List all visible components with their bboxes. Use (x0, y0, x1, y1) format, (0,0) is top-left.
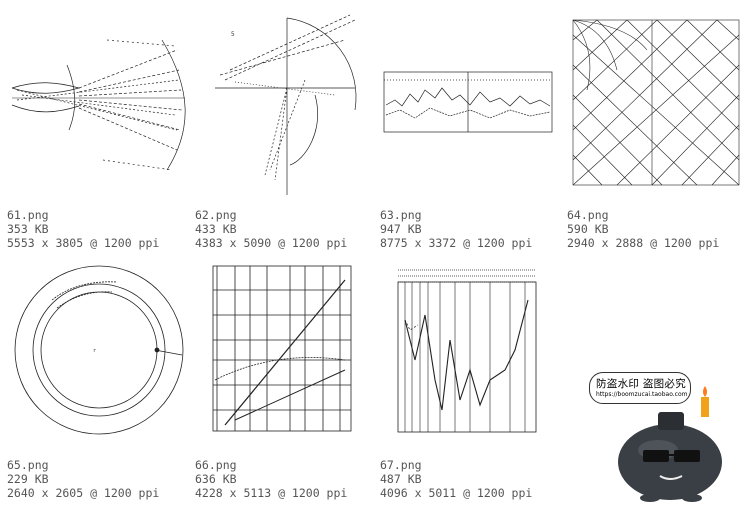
file-name: 66.png (195, 458, 237, 472)
spectrum-chart-image (383, 71, 553, 133)
grid-network-image (572, 19, 740, 186)
file-dimensions: 2640 x 2605 @ 1200 ppi (7, 486, 160, 501)
file-size: 229 KB (7, 472, 49, 487)
thumbnail-64[interactable] (567, 10, 747, 205)
thumbnail-61[interactable] (7, 10, 187, 205)
bomb-mascot-icon (618, 386, 722, 502)
file-size: 487 KB (380, 472, 422, 487)
file-dimensions: 4096 x 5011 @ 1200 ppi (380, 486, 533, 501)
file-meta-65: 65.png 229 KB 2640 x 2605 @ 1200 ppi (7, 458, 159, 501)
circular-dial-image: r (14, 265, 184, 435)
lens-ray-diagram-image (11, 39, 186, 171)
svg-text:5: 5 (231, 31, 235, 38)
svg-text:r: r (93, 348, 96, 354)
file-name: 61.png (7, 208, 49, 222)
file-name: 64.png (567, 208, 609, 222)
file-meta-61: 61.png 353 KB 5553 x 3805 @ 1200 ppi (7, 208, 159, 251)
file-name: 67.png (380, 458, 422, 472)
file-meta-66: 66.png 636 KB 4228 x 5113 @ 1200 ppi (195, 458, 347, 501)
file-size: 636 KB (195, 472, 237, 487)
line-chart-image (397, 269, 537, 433)
file-size: 433 KB (195, 222, 237, 237)
thumbnail-62[interactable]: 5 (195, 10, 375, 205)
file-meta-63: 63.png 947 KB 8775 x 3372 @ 1200 ppi (380, 208, 532, 251)
file-size: 590 KB (567, 222, 609, 237)
nomogram-chart-image (212, 265, 352, 432)
thumbnail-65[interactable]: r (7, 260, 187, 455)
file-dimensions: 5553 x 3805 @ 1200 ppi (7, 236, 160, 251)
file-name: 62.png (195, 208, 237, 222)
file-meta-67: 67.png 487 KB 4096 x 5011 @ 1200 ppi (380, 458, 532, 501)
watermark-mascot (588, 372, 748, 502)
watermark-url: https://boomzucai.taobao.com (596, 391, 688, 398)
thumbnail-66[interactable] (195, 260, 375, 455)
file-dimensions: 4228 x 5113 @ 1200 ppi (195, 486, 348, 501)
optics-diagram-image: 5 (215, 14, 357, 195)
file-name: 63.png (380, 208, 422, 222)
file-dimensions: 2940 x 2888 @ 1200 ppi (567, 236, 720, 251)
file-name: 65.png (7, 458, 49, 472)
file-size: 353 KB (7, 222, 49, 237)
thumbnail-67[interactable] (380, 260, 560, 455)
thumbnail-63[interactable] (380, 10, 560, 205)
file-meta-64: 64.png 590 KB 2940 x 2888 @ 1200 ppi (567, 208, 719, 251)
file-meta-62: 62.png 433 KB 4383 x 5090 @ 1200 ppi (195, 208, 347, 251)
file-size: 947 KB (380, 222, 422, 237)
file-dimensions: 8775 x 3372 @ 1200 ppi (380, 236, 533, 251)
file-dimensions: 4383 x 5090 @ 1200 ppi (195, 236, 348, 251)
watermark-text: 防盗水印 盗图必究 (596, 378, 687, 390)
watermark-bubble: 防盗水印 盗图必究 https://boomzucai.taobao.com (589, 372, 691, 404)
